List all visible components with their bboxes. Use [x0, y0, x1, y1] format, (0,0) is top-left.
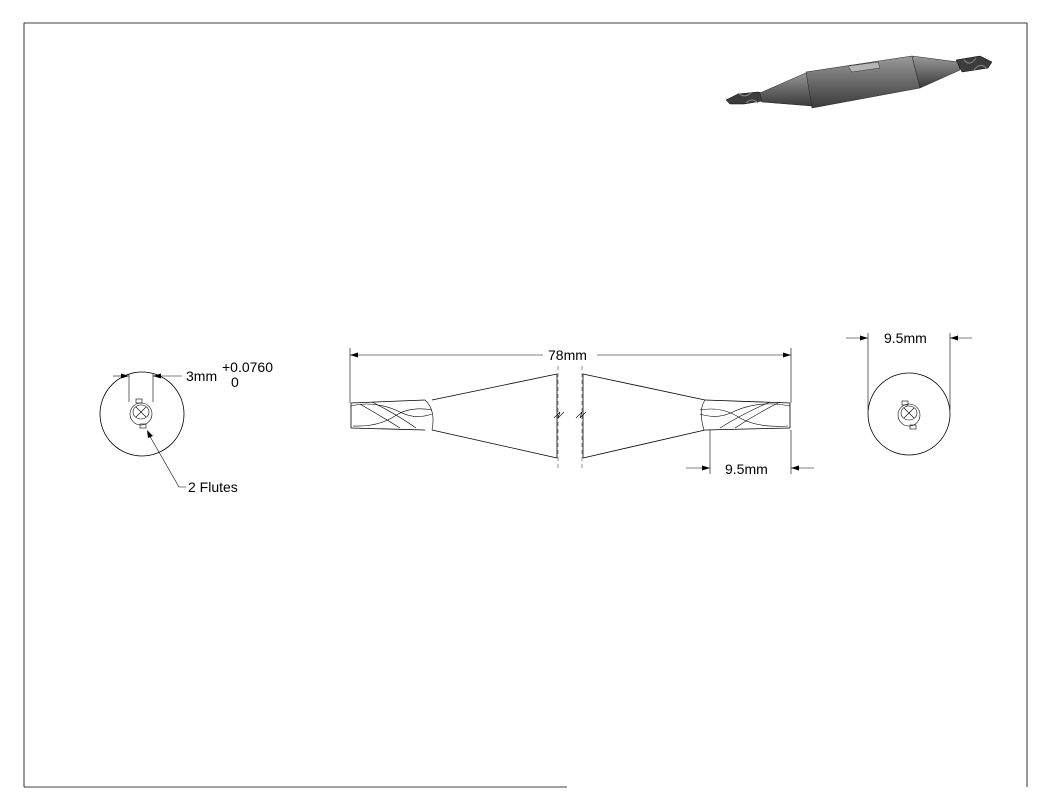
tolerance-lower: 0 [231, 374, 239, 390]
flutes-note: 2 Flutes [188, 479, 238, 495]
shank-diameter-label: 9.5mm [884, 330, 927, 346]
diameter-label: 3mm [186, 368, 217, 384]
front-view [350, 366, 791, 468]
flute-length-dimension: 9.5mm [686, 430, 814, 477]
tolerance-upper: +0.0760 [222, 359, 273, 375]
flutes-leader: 2 Flutes [147, 430, 238, 495]
isometric-render [725, 55, 993, 109]
right-end-view [867, 372, 951, 456]
flute-length-label: 9.5mm [725, 461, 768, 477]
sheet-border [23, 22, 1028, 788]
overall-length-label: 78mm [548, 347, 587, 363]
shank-diameter-dimension: 9.5mm [846, 330, 972, 410]
diameter-dimension: 3mm +0.0760 0 [113, 359, 273, 402]
left-end-view [99, 371, 185, 457]
overall-length-dimension: 78mm [349, 347, 792, 403]
